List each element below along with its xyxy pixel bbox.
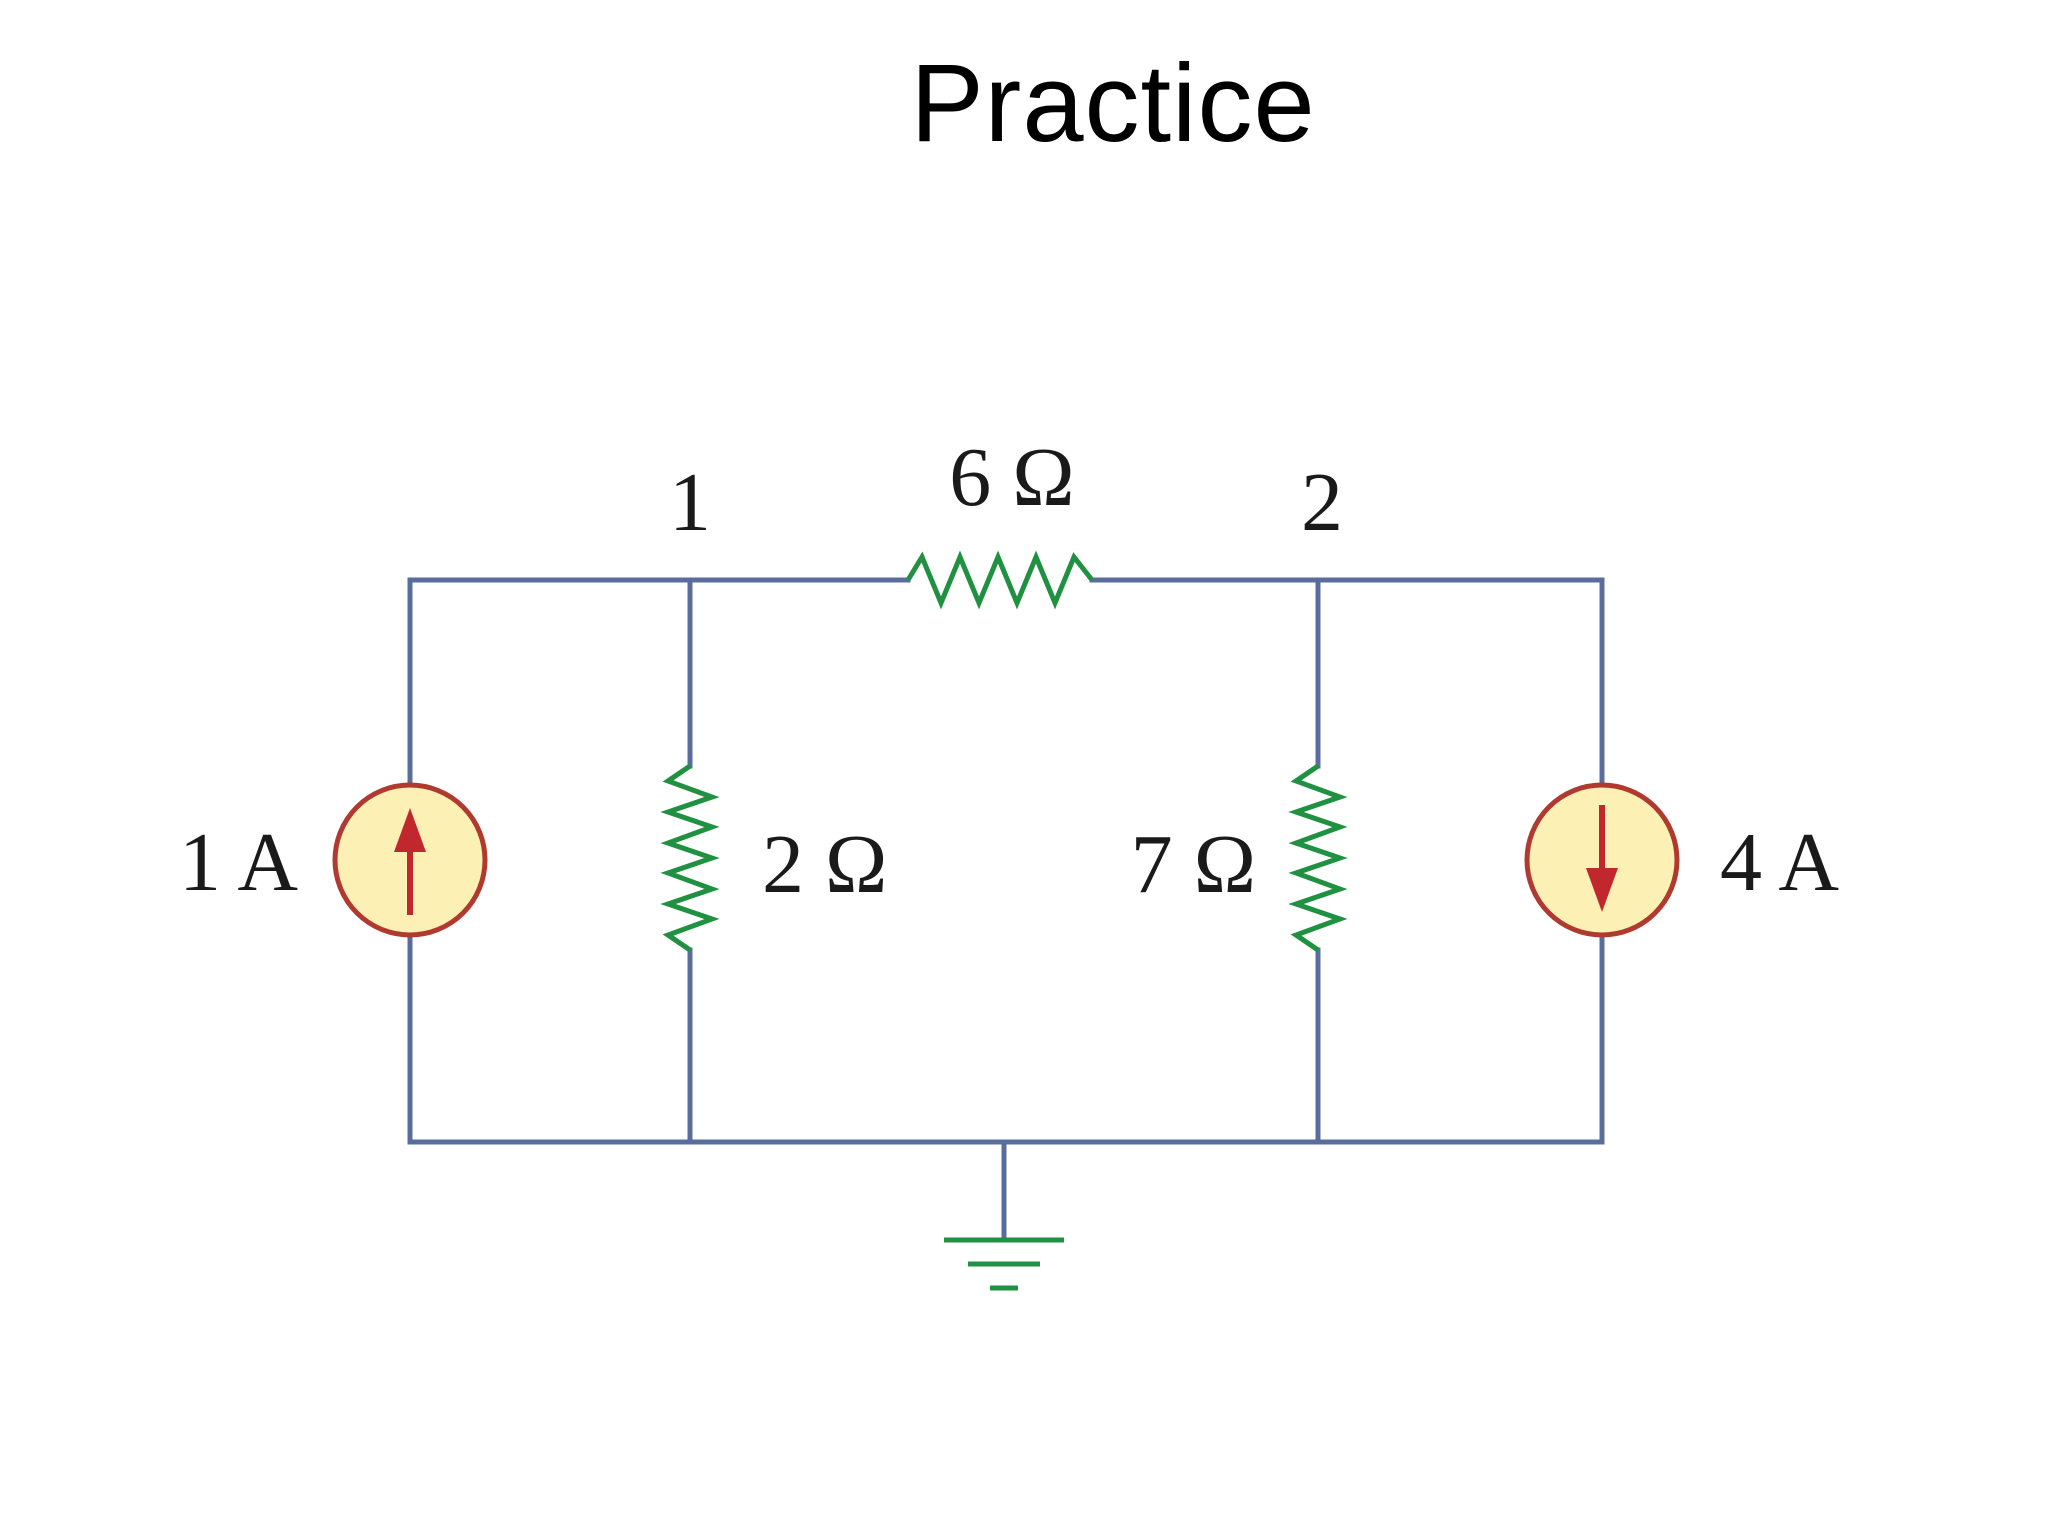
arrowhead-down-icon xyxy=(1586,868,1618,912)
resistor-2-ohm-label: 2 Ω xyxy=(762,818,887,911)
node-1-label: 1 xyxy=(669,456,711,549)
arrowhead-up-icon xyxy=(394,808,426,852)
resistor-7-ohm xyxy=(1288,763,1348,953)
current-source-4a-label: 4 A xyxy=(1720,816,1839,909)
slide-title: Practice xyxy=(910,42,1316,165)
circuit-wires xyxy=(407,577,1605,1241)
resistor-6-ohm xyxy=(905,550,1094,610)
current-source-1a xyxy=(332,782,488,938)
resistor-2-ohm xyxy=(660,763,720,953)
resistor-7-ohm-label: 7 Ω xyxy=(1131,818,1256,911)
node-2-label: 2 xyxy=(1301,456,1343,549)
ground-icon xyxy=(944,1237,1064,1291)
resistor-6-ohm-label: 6 Ω xyxy=(949,431,1074,524)
current-source-1a-label: 1 A xyxy=(179,816,298,909)
current-source-4a xyxy=(1524,782,1680,938)
